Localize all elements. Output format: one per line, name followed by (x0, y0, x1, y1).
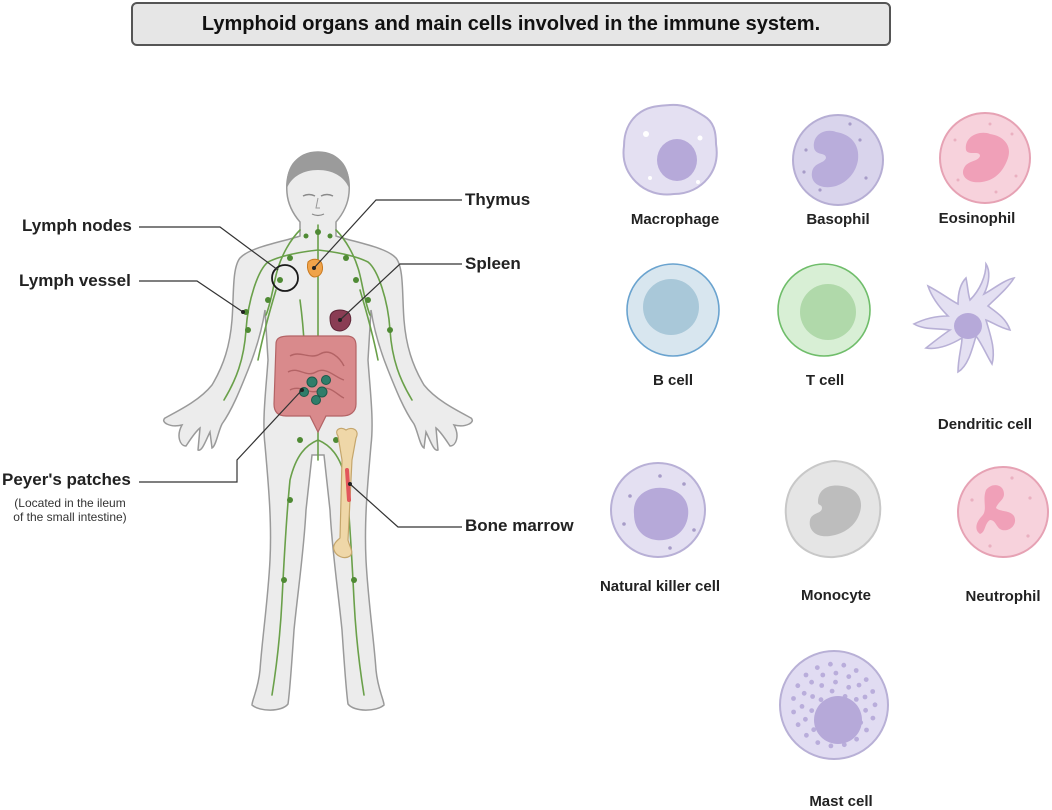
bone-marrow-label: Bone marrow (465, 516, 574, 535)
mast-cell-granule (801, 690, 807, 696)
mast-cell-label: Mast cell (809, 793, 873, 810)
spleen-label: Spleen (465, 254, 521, 273)
mast-cell-granule (795, 722, 801, 728)
peyers-note-line-2: of the small intestine) (13, 510, 127, 524)
dendritic-cell-label: Dendritic cell (937, 416, 1033, 433)
mast-cell-granule (791, 696, 796, 701)
t-cell-label: T cell (805, 372, 845, 389)
lymph-nodes-label: Lymph nodes (22, 216, 132, 235)
mast-cell-granule (828, 661, 833, 667)
mast-cell-illustration (779, 650, 889, 760)
mast-cell-granule (846, 674, 852, 679)
figure-title: Lymphoid organs and main cells involved … (201, 12, 821, 35)
mast-cell-granule (809, 679, 814, 685)
mast-cell-granule (853, 697, 859, 702)
peyers-patches-note: (Located in the ileum of the small intes… (2, 496, 138, 524)
mast-cell-granule (863, 677, 869, 682)
title-box: Lymphoid organs and main cells involved … (131, 2, 891, 46)
b-cell-illustration (626, 263, 720, 357)
mast-cell-granule (799, 704, 805, 709)
mast-cell-granule (853, 668, 859, 673)
mast-cell-granule (870, 689, 876, 694)
mast-cell-granule (809, 708, 815, 713)
peyers-note-line-1: (Located in the ileum (14, 496, 126, 510)
mast-cell-granule (818, 697, 824, 703)
mast-cell-granule (803, 716, 808, 722)
neutrophil-label: Neutrophil (965, 588, 1041, 605)
mast-cell-granule (856, 682, 862, 688)
peyers-patches-label: Peyer's patches (2, 470, 131, 489)
thymus-label: Thymus (465, 190, 531, 209)
t-cell-illustration (777, 263, 871, 357)
mast-cell-granule (803, 672, 809, 678)
lymph-vessel-label: Lymph vessel (19, 271, 131, 290)
mast-cell-granule (846, 684, 852, 690)
monocyte-label: Monocyte (800, 587, 872, 604)
human-body (163, 151, 473, 711)
mast-cell-granule (833, 679, 838, 685)
mast-cell-granule (854, 736, 859, 742)
leader-lines (139, 199, 462, 528)
mast-cell-granule (862, 694, 868, 700)
macrophage-illustration (622, 103, 718, 196)
natural-killer-cell-label: Natural killer cell (599, 578, 721, 595)
neutrophil-illustration (957, 466, 1049, 558)
mast-cell-granule (872, 702, 878, 708)
eosinophil-label: Eosinophil (938, 210, 1016, 227)
mast-cell-granule (870, 715, 876, 721)
mast-cell-granule (815, 740, 821, 745)
natural-killer-cell-illustration (610, 462, 706, 558)
macrophage-label: Macrophage (630, 211, 720, 228)
basophil-label: Basophil (806, 211, 870, 228)
mast-cell-granule (791, 709, 796, 715)
mast-cell-granule (810, 694, 815, 699)
mast-cell-granule (795, 683, 801, 689)
mast-cell-granule (814, 665, 820, 670)
mast-cell-granule (820, 672, 826, 678)
mast-cell-granule (819, 683, 825, 688)
basophil-illustration (792, 114, 884, 206)
mast-cell-granule (804, 732, 809, 738)
mast-cell-granule (863, 707, 868, 713)
mast-cell-granule (864, 727, 869, 733)
mast-cell-granule (833, 670, 839, 676)
monocyte-illustration (784, 459, 882, 559)
mast-cell-granule (841, 742, 847, 748)
b-cell-label: B cell (652, 372, 694, 389)
mast-cell-granule (811, 727, 817, 733)
mast-cell-granule (829, 688, 835, 694)
mast-cell-granule (828, 743, 834, 749)
eosinophil-illustration (939, 112, 1031, 204)
mast-cell-granule (841, 662, 847, 668)
dendritic-cell-illustration (912, 261, 1016, 374)
